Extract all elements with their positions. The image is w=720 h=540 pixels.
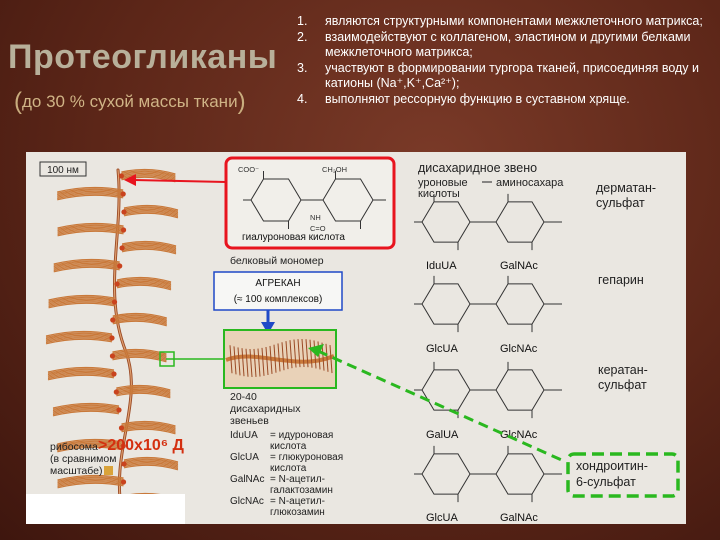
aggrecan-label: АГРЕКАН (≈ 100 комплексов) <box>213 271 343 311</box>
disaccharide-count: 20-40 <box>230 391 257 403</box>
protein-monomer-label: белковый мономер <box>230 255 324 267</box>
svg-text:аминосахара: аминосахара <box>496 177 564 189</box>
svg-text:(в сравнимом: (в сравнимом <box>50 453 116 465</box>
ribosome-icon <box>104 466 113 475</box>
svg-text:NH: NH <box>310 213 321 222</box>
disaccharide-structures <box>414 193 562 503</box>
hyaluronic-acid-box: COO⁻ CH₂OH NH C=O гиалуроновая кислота <box>224 156 396 250</box>
svg-text:GlcNAc: GlcNAc <box>230 496 264 507</box>
subtitle-text: до 30 % сухой массы ткани <box>22 92 238 111</box>
svg-text:дисахаридное звено: дисахаридное звено <box>418 161 537 175</box>
figure-svg: 100 нм белковый мономер АГРЕКАН (≈ 100 к… <box>39 156 680 524</box>
svg-text:GalNAc: GalNAc <box>230 474 264 485</box>
chondroitin-box: хондроитин- 6-сульфат <box>566 452 680 498</box>
ribosome: рибосома (в сравнимом масштабе) <box>50 441 116 477</box>
function-item: 4.выполняют рессорную функцию в суставно… <box>297 91 630 106</box>
svg-text:IduUA: IduUA <box>230 430 258 441</box>
svg-text:GlcUA: GlcUA <box>426 343 458 355</box>
svg-text:COO⁻: COO⁻ <box>238 165 259 174</box>
scale-bar: 100 нм <box>39 161 87 177</box>
svg-text:кислота: кислота <box>270 463 307 474</box>
svg-text:GlcNAc: GlcNAc <box>500 429 538 441</box>
svg-text:уроновые: уроновые <box>418 177 468 189</box>
blue-arrow <box>261 310 275 334</box>
disaccharide-header: дисахаридное звено уроновые кислоты амин… <box>418 161 564 200</box>
proteoglycan-figure: 100 нм белковый мономер АГРЕКАН (≈ 100 к… <box>26 152 686 524</box>
function-item: 2.взаимодействуют с коллагеном, эластино… <box>297 29 691 60</box>
svg-text:= N-ацетил-: = N-ацетил- <box>270 496 325 507</box>
svg-text:кислота: кислота <box>270 441 307 452</box>
svg-text:IduUA: IduUA <box>426 260 457 272</box>
svg-text:сульфат: сульфат <box>598 378 647 392</box>
svg-text:GlcUA: GlcUA <box>230 452 259 463</box>
functions-list: 1.являются структурными компонентами меж… <box>297 14 717 108</box>
svg-text:галактозамин: галактозамин <box>270 485 333 496</box>
svg-text:гиалуроновая кислота: гиалуроновая кислота <box>242 232 345 243</box>
svg-text:АГРЕКАН: АГРЕКАН <box>255 278 300 289</box>
caption-box <box>26 494 185 524</box>
svg-text:(≈ 100 комплексов): (≈ 100 комплексов) <box>234 294 323 305</box>
svg-text:6-сульфат: 6-сульфат <box>576 475 636 489</box>
svg-text:сульфат: сульфат <box>596 196 645 210</box>
green-marker <box>159 351 175 367</box>
green-dashed-arrow <box>308 344 567 464</box>
svg-text:GlcNAc: GlcNAc <box>500 343 538 355</box>
abbreviation-legend: IduUA = идуроновая кислота GlcUA = глюкуро… <box>230 430 343 518</box>
svg-text:CH₂OH: CH₂OH <box>322 165 347 174</box>
svg-text:глюкозамин: глюкозамин <box>270 507 325 518</box>
svg-text:звеньев: звеньев <box>230 415 269 427</box>
svg-text:гепарин: гепарин <box>598 273 644 287</box>
svg-text:дерматан-: дерматан- <box>596 181 656 195</box>
svg-text:GalNAc: GalNAc <box>500 260 538 272</box>
slide-subtitle: (до 30 % сухой массы ткани) <box>14 88 246 115</box>
svg-text:дисахаридных: дисахаридных <box>230 403 301 415</box>
svg-text:C=O: C=O <box>310 224 326 233</box>
sugar-unit-labels: IduUA GalNAc GlcUA GlcNAc GalUA GlcNAc G… <box>426 260 538 524</box>
svg-text:масштабе): масштабе) <box>50 465 103 477</box>
svg-text:= глюкуроновая: = глюкуроновая <box>270 452 343 463</box>
svg-text:100 нм: 100 нм <box>47 165 79 176</box>
function-item: 1.являются структурными компонентами меж… <box>297 14 703 28</box>
svg-text:GalUA: GalUA <box>426 429 459 441</box>
slide-title: Протеогликаны <box>8 38 278 76</box>
svg-text:GlcUA: GlcUA <box>426 512 458 524</box>
svg-text:кислоты: кислоты <box>418 188 460 200</box>
red-arrow <box>124 174 227 186</box>
svg-text:= идуроновая: = идуроновая <box>270 430 333 441</box>
svg-text:GalNAc: GalNAc <box>500 512 538 524</box>
svg-text:рибосома: рибосома <box>50 441 98 453</box>
svg-text:кератан-: кератан- <box>598 363 648 377</box>
svg-text:хондроитин-: хондроитин- <box>576 459 648 473</box>
gag-names: дерматан- сульфат гепарин кератан- сульф… <box>596 181 656 392</box>
monomer-detail <box>223 329 337 389</box>
function-item: 3.участвуют в формировании тургора ткане… <box>297 60 700 91</box>
svg-text:= N-ацетил-: = N-ацетил- <box>270 474 325 485</box>
mass-label: >200x10⁶ Д <box>98 437 185 454</box>
